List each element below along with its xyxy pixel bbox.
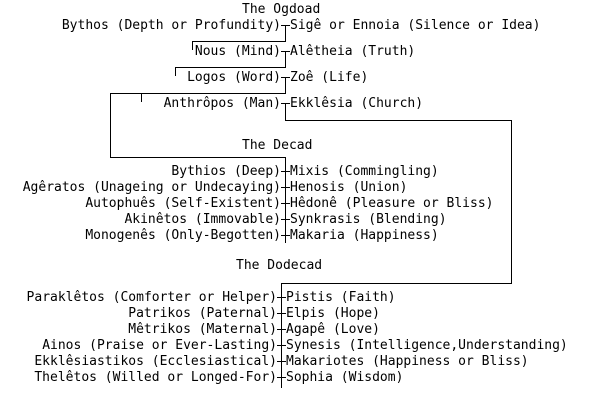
connector-dodecad-row-0-left bbox=[277, 297, 282, 298]
ogdoad-row-2-right: Zoê (Life) bbox=[290, 70, 369, 85]
connector-ogdoad-bridge-2 bbox=[110, 93, 286, 94]
section-title-ogdoad: The Ogdoad bbox=[242, 2, 321, 17]
connector-dodecad-spine bbox=[281, 283, 282, 388]
connector-dodecad-row-4-left bbox=[277, 361, 282, 362]
connector-decad-row-2-right bbox=[285, 203, 290, 204]
connector-decad-left-trunk bbox=[110, 93, 111, 157]
connector-dodecad-row-3-right bbox=[281, 345, 286, 346]
connector-dodecad-right-foot bbox=[281, 283, 512, 284]
connector-dodecad-row-1-left bbox=[277, 313, 282, 314]
dodecad-row-5-right: Sophia (Wisdom) bbox=[286, 370, 404, 385]
connector-dodecad-row-3-left bbox=[277, 345, 282, 346]
connector-ogdoad-drop-0 bbox=[285, 25, 286, 41]
connector-dodecad-row-5-left bbox=[277, 377, 282, 378]
connector-decad-row-1-right bbox=[285, 187, 290, 188]
dodecad-row-3-right: Synesis (Intelligence,Understanding) bbox=[286, 338, 568, 353]
dodecad-row-0-right: Pistis (Faith) bbox=[286, 290, 396, 305]
dodecad-row-3-left: Ainos (Praise or Ever-Lasting) bbox=[42, 338, 277, 353]
decad-row-2-right: Hêdonê (Pleasure or Bliss) bbox=[290, 196, 494, 211]
connector-dodecad-right-descent bbox=[511, 120, 512, 283]
dodecad-row-5-left: Thelêtos (Willed or Longed-For) bbox=[34, 370, 277, 385]
ogdoad-row-1-right: Alêtheia (Truth) bbox=[290, 44, 416, 59]
ogdoad-row-0-right: Sigê or Ennoia (Silence or Idea) bbox=[290, 18, 541, 33]
decad-row-3-right: Synkrasis (Blending) bbox=[290, 212, 447, 227]
decad-row-2-left: Autophuês (Self-Existent) bbox=[85, 196, 281, 211]
connector-dodecad-right-arm bbox=[285, 120, 511, 121]
ogdoad-row-2-left: Logos (Word) bbox=[187, 70, 281, 85]
connector-ogdoad-riser-2 bbox=[175, 67, 176, 76]
dodecad-row-1-left: Patrikos (Paternal) bbox=[128, 306, 277, 321]
connector-decad-row-1-left bbox=[281, 187, 286, 188]
connector-ogdoad-drop-2 bbox=[285, 77, 286, 93]
connector-dodecad-right-drop bbox=[285, 103, 286, 120]
connector-dodecad-row-4-right bbox=[281, 361, 286, 362]
connector-dodecad-row-1-right bbox=[281, 313, 286, 314]
connector-dodecad-row-2-right bbox=[281, 329, 286, 330]
decad-row-1-right: Henosis (Union) bbox=[290, 180, 408, 195]
connector-decad-row-3-left bbox=[281, 219, 286, 220]
decad-row-4-right: Makaria (Happiness) bbox=[290, 228, 439, 243]
connector-ogdoad-drop-1 bbox=[285, 51, 286, 67]
connector-dodecad-row-2-left bbox=[277, 329, 282, 330]
decad-row-1-left: Agêratos (Unageing or Undecaying) bbox=[22, 180, 281, 195]
section-title-decad: The Decad bbox=[242, 138, 313, 153]
ogdoad-row-3-right: Ekklêsia (Church) bbox=[290, 96, 424, 111]
connector-decad-row-4-right bbox=[285, 235, 290, 236]
dodecad-row-4-right: Makariotes (Happiness or Bliss) bbox=[286, 354, 529, 369]
dodecad-row-2-right: Agapê (Love) bbox=[286, 322, 380, 337]
connector-decad-spine bbox=[285, 157, 286, 243]
connector-decad-row-0-left bbox=[281, 171, 286, 172]
decad-row-0-right: Mixis (Commingling) bbox=[290, 164, 439, 179]
ogdoad-row-0-left: Bythos (Depth or Profundity) bbox=[61, 18, 281, 33]
connector-dodecad-row-0-right bbox=[281, 297, 286, 298]
section-title-dodecad: The Dodecad bbox=[236, 258, 323, 273]
connector-decad-row-4-left bbox=[281, 235, 286, 236]
dodecad-row-2-left: Mêtrikos (Maternal) bbox=[128, 322, 277, 337]
ogdoad-row-3-left: Anthrôpos (Man) bbox=[163, 96, 281, 111]
dodecad-row-1-right: Elpis (Hope) bbox=[286, 306, 380, 321]
dodecad-row-4-left: Ekklêsiastikos (Ecclesiastical) bbox=[34, 354, 277, 369]
decad-row-3-left: Akinêtos (Immovable) bbox=[124, 212, 281, 227]
connector-decad-left-foot bbox=[110, 157, 286, 158]
dodecad-row-0-left: Paraklêtos (Comforter or Helper) bbox=[26, 290, 277, 305]
connector-decad-row-2-left bbox=[281, 203, 286, 204]
decad-row-4-left: Monogenês (Only-Begotten) bbox=[85, 228, 281, 243]
connector-dodecad-row-5-right bbox=[281, 377, 286, 378]
ogdoad-row-1-left: Nous (Mind) bbox=[194, 44, 281, 59]
connector-ogdoad-bridge-1 bbox=[175, 67, 286, 68]
decad-row-0-left: Bythios (Deep) bbox=[171, 164, 281, 179]
connector-ogdoad-bridge-0 bbox=[192, 41, 286, 42]
connector-ogdoad-riser-1 bbox=[192, 41, 193, 50]
connector-decad-row-0-right bbox=[285, 171, 290, 172]
connector-decad-row-3-right bbox=[285, 219, 290, 220]
connector-ogdoad-riser-3 bbox=[141, 93, 142, 102]
